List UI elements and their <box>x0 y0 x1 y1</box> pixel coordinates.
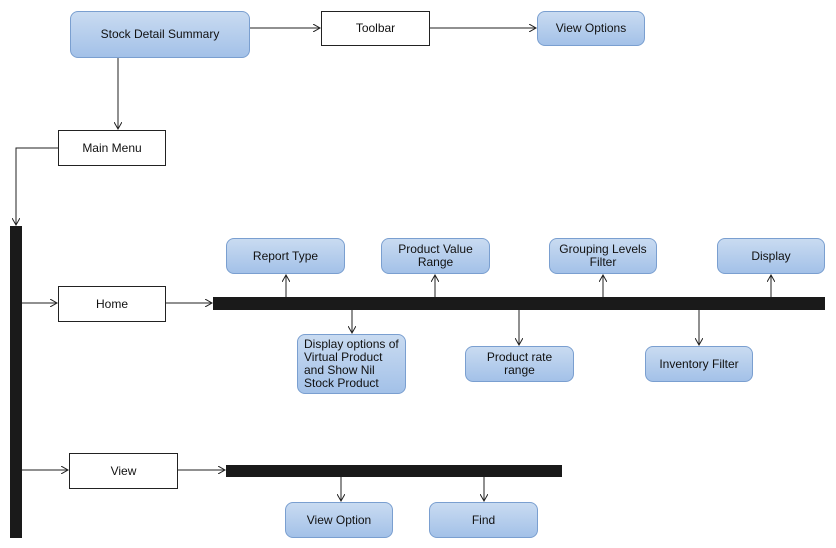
node-main-menu: Main Menu <box>58 130 166 166</box>
view-horizontal-bar <box>226 465 562 477</box>
edge-mainmenu-bar <box>16 147 58 225</box>
node-grouping-levels-filter: Grouping Levels Filter <box>549 238 657 274</box>
node-inventory-filter: Inventory Filter <box>645 346 753 382</box>
node-home: Home <box>58 286 166 322</box>
node-view-option: View Option <box>285 502 393 538</box>
node-toolbar: Toolbar <box>321 11 430 46</box>
main-vertical-bar <box>10 226 22 538</box>
node-view: View <box>69 453 178 489</box>
node-report-type: Report Type <box>226 238 345 274</box>
home-horizontal-bar <box>213 297 825 310</box>
node-display-options-virtual-product: Display options of Virtual Product and S… <box>297 334 406 394</box>
node-view-options: View Options <box>537 11 645 46</box>
node-product-rate-range: Product rate range <box>465 346 574 382</box>
node-find: Find <box>429 502 538 538</box>
node-product-value-range: Product Value Range <box>381 238 490 274</box>
node-display: Display <box>717 238 825 274</box>
node-stock-detail-summary: Stock Detail Summary <box>70 11 250 58</box>
